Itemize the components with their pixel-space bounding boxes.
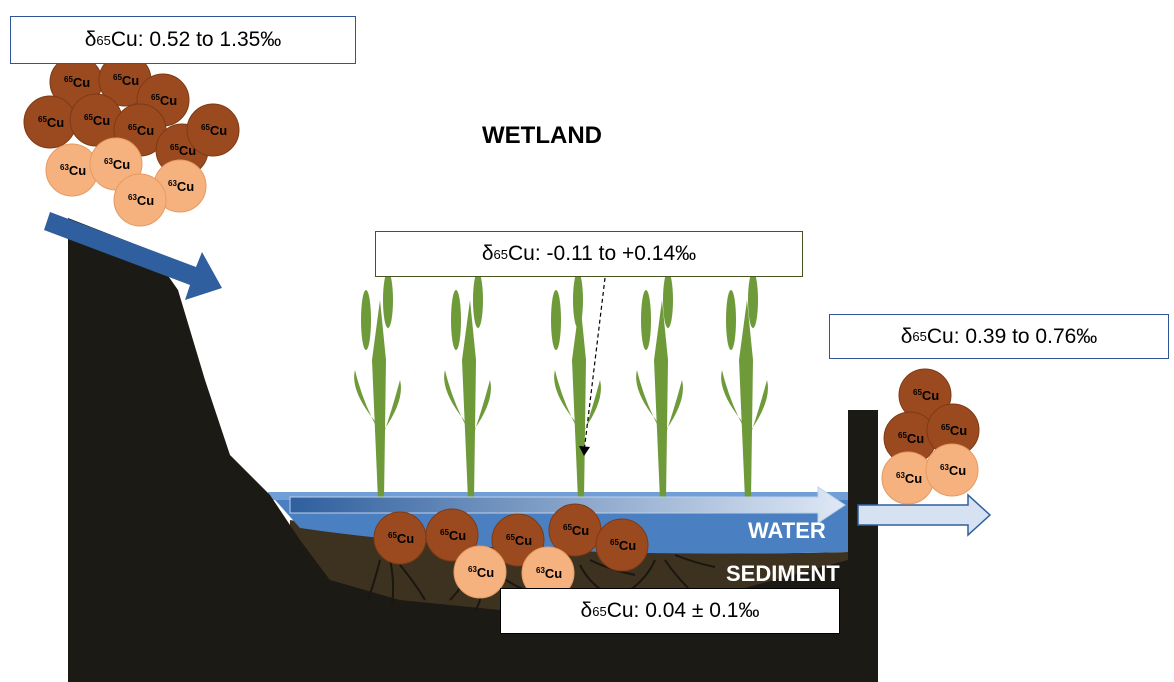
isotope-label: 65Cu	[170, 143, 196, 158]
outflow-range: Cu: 0.39 to 0.76‰	[926, 324, 1098, 348]
plant-delta: δ	[481, 242, 494, 265]
isotope-label: 63Cu	[60, 163, 86, 178]
reed-1	[354, 272, 401, 500]
sediment-range: Cu: 0.04 ± 0.1‰	[606, 599, 760, 622]
outflow-arrow	[857, 493, 992, 537]
outlet-wall	[848, 410, 878, 682]
cu65-particle: 65Cu	[425, 508, 479, 562]
cu65-particle: 65Cu	[23, 95, 77, 149]
sediment-mass: 65	[592, 603, 607, 619]
cu63-particle: 63Cu	[113, 173, 167, 227]
isotope-label: 63Cu	[168, 179, 194, 194]
cu63-particle: 63Cu	[881, 451, 935, 505]
isotope-label: 65Cu	[151, 93, 177, 108]
isotope-label: 63Cu	[468, 565, 494, 580]
isotope-label: 65Cu	[563, 523, 589, 538]
water-label: WATER	[748, 518, 826, 543]
cu65-particle: 65Cu	[548, 503, 602, 557]
isotope-label: 65Cu	[84, 113, 110, 128]
cu65-particle: 65Cu	[186, 103, 240, 157]
isotope-label: 65Cu	[506, 533, 532, 548]
sediment-delta: δ	[580, 599, 593, 622]
isotope-label: 63Cu	[536, 566, 562, 581]
reed-3	[551, 272, 601, 500]
isotope-label: 63Cu	[896, 471, 922, 486]
sediment-label: SEDIMENT	[726, 561, 840, 586]
cu63-particle: 63Cu	[925, 443, 979, 497]
isotope-label: 65Cu	[201, 123, 227, 138]
cu63-particle: 63Cu	[153, 159, 207, 213]
isotope-label: 63Cu	[128, 193, 154, 208]
isotope-label: 65Cu	[440, 528, 466, 543]
hillslope	[68, 218, 878, 682]
isotope-label: 65Cu	[941, 423, 967, 438]
plant-pointer-line	[583, 277, 606, 453]
outflow-delta: δ	[900, 324, 913, 348]
isotope-label: 63Cu	[940, 463, 966, 478]
isotope-label: 65Cu	[113, 73, 139, 88]
reed-plants	[354, 272, 768, 500]
isotope-label: 65Cu	[610, 538, 636, 553]
plant-pointer-head	[579, 446, 590, 456]
cu63-particle: 63Cu	[521, 546, 575, 600]
isotope-label: 65Cu	[38, 115, 64, 130]
outflow-mass: 65	[912, 329, 927, 344]
cu65-particle: 65Cu	[373, 511, 427, 565]
cu63-particle: 63Cu	[453, 545, 507, 599]
cu65-particle: 65Cu	[595, 518, 649, 572]
reed-4	[636, 272, 683, 500]
inflow-mass: 65	[96, 32, 111, 48]
wetland-title: WETLAND	[482, 122, 602, 149]
cu63-particle: 63Cu	[45, 143, 99, 197]
reed-2	[444, 272, 491, 500]
inflow-delta: δ	[84, 28, 97, 51]
inflow-arrow	[44, 212, 222, 300]
cu65-particle: 65Cu	[883, 411, 937, 465]
plant-range: Cu: -0.11 to +0.14‰	[508, 242, 697, 265]
cu65-particle: 65Cu	[69, 93, 123, 147]
isotope-label: 65Cu	[898, 431, 924, 446]
isotope-label: 63Cu	[104, 157, 130, 172]
isotope-label: 65Cu	[128, 123, 154, 138]
isotope-label: 65Cu	[388, 531, 414, 546]
isotope-label: 65Cu	[913, 388, 939, 403]
cu65-particle: 65Cu	[898, 368, 952, 422]
isotope-label: 65Cu	[64, 75, 90, 90]
isotope-particles: 65Cu 65Cu 65Cu 65Cu 65Cu 65Cu 65Cu 65Cu 63Cu 63Cu…	[23, 53, 980, 600]
inflow-range: Cu: 0.52 to 1.35‰	[110, 28, 282, 51]
reed-5	[721, 272, 768, 500]
plant-mass: 65	[493, 246, 509, 262]
